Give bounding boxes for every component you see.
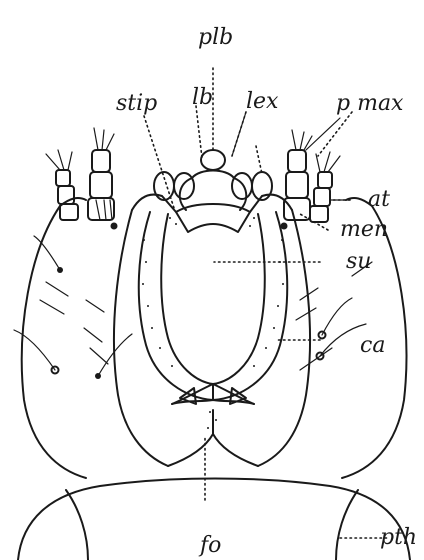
label-at: at bbox=[368, 187, 390, 212]
label-ca: ca bbox=[360, 333, 385, 358]
sutures bbox=[139, 212, 287, 404]
setae bbox=[14, 223, 372, 380]
maxillary-palp-right bbox=[284, 130, 312, 220]
label-plb: plb bbox=[198, 25, 233, 50]
maxillary-palp-left bbox=[88, 128, 114, 220]
antenna-right bbox=[310, 152, 340, 222]
antenna-left bbox=[46, 150, 78, 220]
label-stip: stip bbox=[116, 91, 157, 116]
label-fo: fo bbox=[198, 533, 221, 558]
foramen-region bbox=[168, 410, 258, 466]
label-pth: pth bbox=[380, 525, 417, 550]
label-men: men bbox=[340, 217, 388, 242]
mouthparts bbox=[132, 150, 292, 232]
label-lex: lex bbox=[246, 89, 279, 114]
label-lb: lb bbox=[192, 85, 213, 110]
label-pmax: p max bbox=[336, 91, 404, 116]
leader-lines bbox=[144, 68, 390, 538]
label-su: su bbox=[346, 249, 371, 274]
